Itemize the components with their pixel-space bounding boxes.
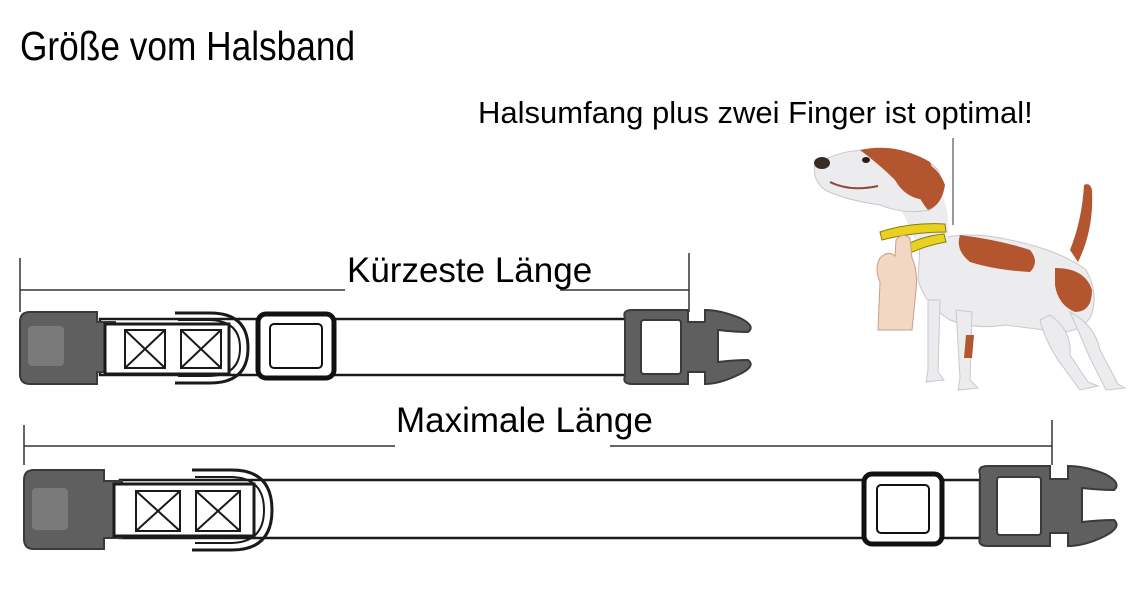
shortest-length-measure (19, 253, 690, 312)
two-fingers-hand-icon (876, 234, 917, 331)
dog-illustration (814, 138, 1127, 391)
maximal-length-measure (23, 420, 1053, 465)
fit-hint-text: Halsumfang plus zwei Finger ist optimal! (478, 95, 1033, 130)
collar-shortest (19, 308, 752, 386)
page-title: Größe vom Halsband (20, 23, 356, 69)
stitch-x-icon (124, 329, 222, 369)
collar-maximal (23, 464, 1118, 552)
maximal-length-label: Maximale Länge (396, 401, 653, 440)
stitch-x-icon (135, 490, 241, 532)
shortest-length-label: Kürzeste Länge (347, 251, 593, 290)
